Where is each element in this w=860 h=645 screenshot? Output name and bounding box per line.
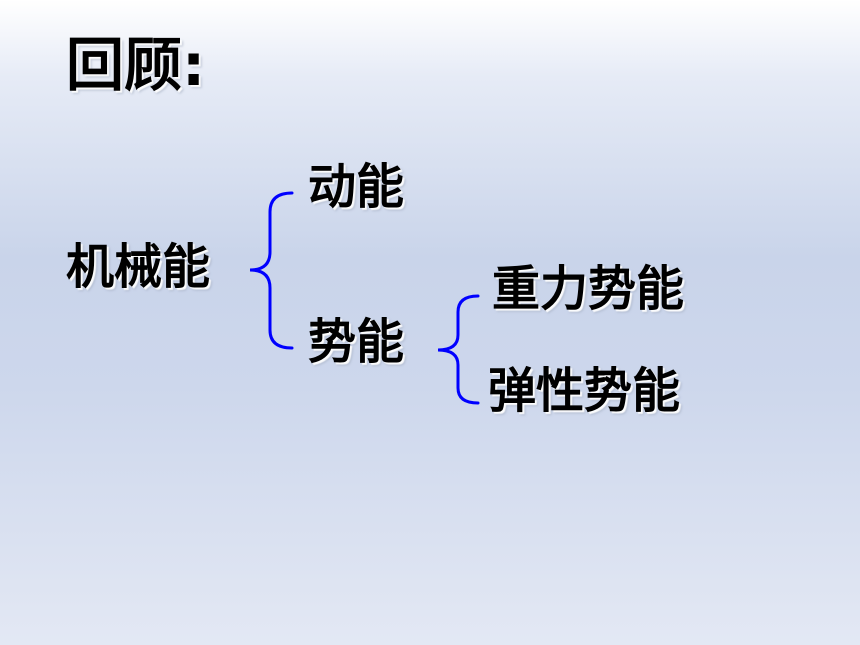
tree-node-elastic-potential-energy: 弹性势能	[488, 363, 681, 419]
tree-root-mechanical-energy: 机械能	[66, 239, 211, 295]
tree-node-potential-energy: 势能	[308, 314, 405, 370]
slide-title: 回顾:	[66, 31, 206, 99]
brace-root	[249, 191, 294, 350]
tree-node-gravitational-potential-energy: 重力势能	[492, 261, 685, 317]
tree-node-kinetic-energy: 动能	[308, 159, 405, 215]
brace-potential	[437, 294, 480, 405]
